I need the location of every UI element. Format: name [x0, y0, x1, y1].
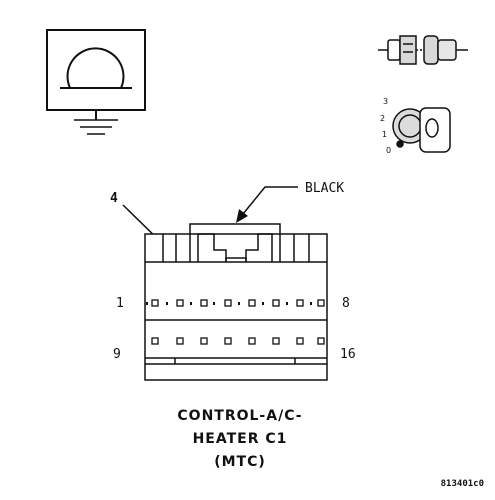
- connector-body: [144, 223, 328, 381]
- pin-cavity: [296, 299, 304, 307]
- pin-label-first-top: 1: [116, 296, 124, 311]
- switch-position-2: 2: [380, 114, 385, 123]
- pin-row-top: [151, 299, 325, 307]
- pin-cavity: [176, 299, 184, 307]
- pin-cavity: [200, 299, 208, 307]
- switch-position-3: 3: [383, 97, 388, 106]
- color-leader-line: [242, 186, 298, 215]
- pin-cavity: [317, 299, 325, 307]
- figure-code: 813401c0: [441, 479, 484, 489]
- pin-cavity: [317, 337, 325, 345]
- pin-label-last-top: 8: [342, 296, 350, 311]
- connector-color-label: BLACK: [305, 181, 344, 196]
- pin-cavity: [176, 337, 184, 345]
- pin-cavity: [248, 337, 256, 345]
- ground-symbol-icon: [46, 29, 146, 135]
- pin-cavity: [200, 337, 208, 345]
- connector-title-line1: CONTROL-A/C-: [177, 408, 302, 424]
- color-leader-arrowhead: [236, 209, 248, 223]
- pin-cavity: [272, 337, 280, 345]
- pin-row-bottom: [151, 337, 325, 345]
- callout-pin-number: 4: [110, 191, 118, 206]
- connector-title-line3: (MTC): [214, 454, 266, 470]
- pin-row-top-ticks: [146, 302, 312, 305]
- switch-position-0: 0: [386, 146, 391, 155]
- pin-label-last-bottom: 16: [340, 347, 356, 362]
- pin-cavity: [248, 299, 256, 307]
- pin-cavity: [224, 337, 232, 345]
- ignition-key-icon: [392, 107, 451, 153]
- pin-cavity: [224, 299, 232, 307]
- pin-cavity: [296, 337, 304, 345]
- connector-plug-icon: [378, 35, 468, 65]
- pin-cavity: [151, 337, 159, 345]
- pin-cavity: [151, 299, 159, 307]
- switch-position-1: 1: [382, 130, 387, 139]
- connector-title-line2: HEATER C1: [193, 431, 288, 447]
- pin-label-first-bottom: 9: [113, 347, 121, 362]
- pin-cavity: [272, 299, 280, 307]
